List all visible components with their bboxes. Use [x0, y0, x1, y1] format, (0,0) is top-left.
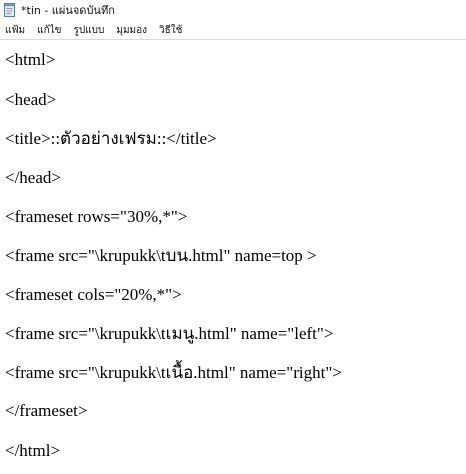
code-line: <frameset cols="20%,*"> [5, 285, 182, 304]
code-line: <html> [5, 50, 56, 69]
code-line: </html> [5, 441, 61, 460]
title-bar: *tin - แผ่นจดบันทึก [0, 0, 466, 20]
text-editor[interactable]: <html> <head> <title>::ตัวอย่างเฟรม::</t… [0, 40, 466, 474]
window-title: *tin - แผ่นจดบันทึก [21, 4, 115, 17]
code-line: <frame src="\krupukk\tบน.html" name=top … [5, 246, 317, 265]
code-line: <frame src="\krupukk\tเนื้อ.html" name="… [5, 363, 342, 382]
code-line: <frameset rows="30%,*"> [5, 207, 188, 226]
code-line: <frame src="\krupukk\tเมนู.html" name="l… [5, 324, 334, 343]
code-line: </head> [5, 168, 61, 187]
code-line: </frameset> [5, 401, 88, 420]
menu-view[interactable]: มุมมอง [116, 24, 148, 36]
menu-divider [0, 39, 466, 40]
code-line: <head> [5, 90, 57, 109]
notepad-icon [4, 3, 16, 17]
menu-edit[interactable]: แก้ไข [37, 24, 62, 36]
menu-format[interactable]: รูปแบบ [73, 24, 105, 36]
menu-file[interactable]: แฟ้ม [5, 24, 26, 36]
menu-help[interactable]: วิธีใช้ [159, 24, 183, 36]
code-line: <title>::ตัวอย่างเฟรม::</title> [5, 129, 217, 148]
menu-bar: แฟ้ม แก้ไข รูปแบบ มุมมอง วิธีใช้ [0, 21, 466, 39]
